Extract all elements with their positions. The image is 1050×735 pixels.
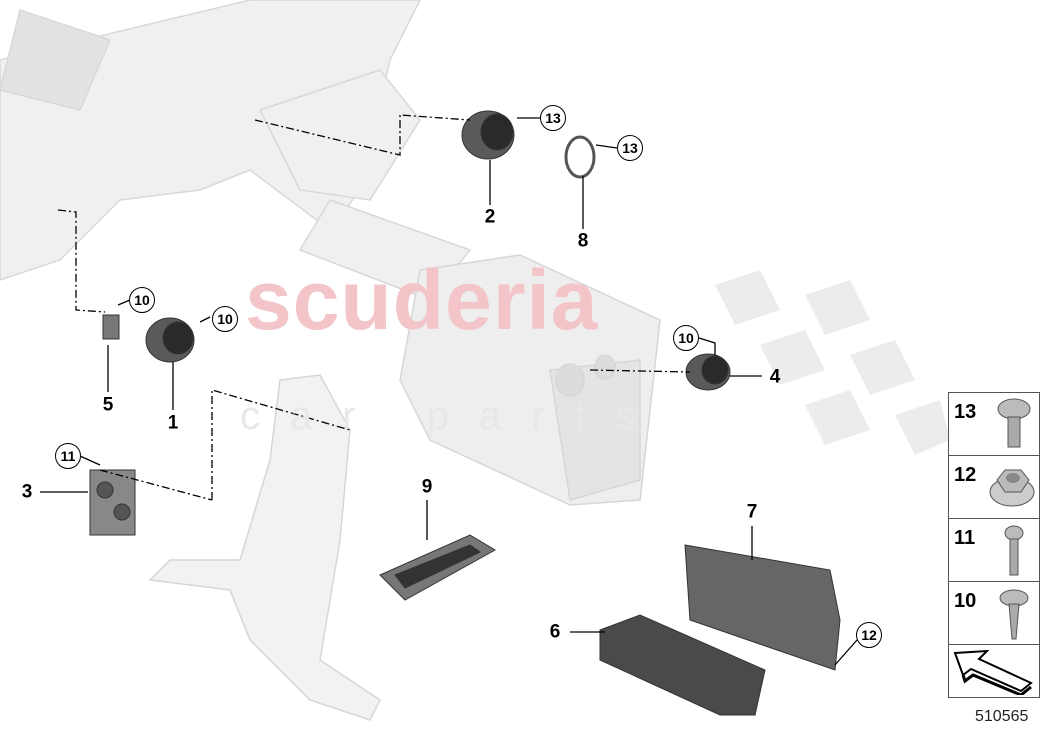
legend-row-10[interactable]: 10 — [949, 582, 1039, 645]
legend-row-12[interactable]: 12 — [949, 456, 1039, 519]
leader-lines — [40, 117, 858, 666]
legend-row-arrow — [949, 645, 1039, 697]
callout-10a[interactable]: 10 — [129, 287, 155, 313]
parts — [89, 110, 841, 716]
callout-2[interactable]: 2 — [484, 206, 496, 228]
housing-3 — [89, 469, 136, 536]
self-tapping-screw-icon — [999, 589, 1029, 640]
callout-1[interactable]: 1 — [167, 412, 179, 434]
ring-8 — [564, 135, 596, 179]
screw-flange-icon — [997, 398, 1031, 448]
vent-4 — [685, 353, 731, 391]
callout-13b[interactable]: 13 — [617, 135, 643, 161]
callout-11[interactable]: 11 — [55, 443, 81, 469]
clip-5 — [102, 314, 120, 340]
legend-row-13[interactable]: 13 — [949, 393, 1039, 456]
legend-number: 12 — [954, 464, 977, 486]
callout-4[interactable]: 4 — [769, 366, 781, 388]
diagram-number: 510565 — [975, 708, 1029, 725]
callout-3[interactable]: 3 — [21, 481, 33, 503]
bin-6 — [599, 614, 766, 716]
tray-7 — [684, 544, 841, 671]
center-console-ghost — [399, 254, 661, 506]
legend-number: 11 — [954, 527, 976, 549]
pillar-trim-ghost — [148, 374, 381, 721]
legend-number: 13 — [954, 401, 977, 423]
legend-row-11[interactable]: 11 — [949, 519, 1039, 582]
grille-9 — [379, 534, 496, 601]
vent-2 — [461, 110, 515, 160]
callout-6[interactable]: 6 — [549, 621, 561, 643]
screw-icon — [1004, 525, 1024, 576]
watermark-brand: scuderia — [245, 253, 599, 347]
fastener-legend: 13 12 11 10 — [948, 392, 1040, 698]
dash-lines — [57, 114, 691, 501]
watermark-sub: car parts — [240, 394, 666, 438]
callout-5[interactable]: 5 — [102, 394, 114, 416]
callout-9[interactable]: 9 — [421, 476, 433, 498]
callout-7[interactable]: 7 — [746, 501, 758, 523]
vent-1 — [145, 317, 195, 363]
legend-number: 10 — [954, 590, 977, 612]
callout-12[interactable]: 12 — [856, 622, 882, 648]
callout-10b[interactable]: 10 — [212, 306, 238, 332]
flange-nut-icon — [989, 469, 1035, 507]
direction-arrow-icon — [953, 649, 1033, 695]
watermark-checker — [715, 270, 950, 455]
callout-10c[interactable]: 10 — [673, 325, 699, 351]
callout-8[interactable]: 8 — [577, 230, 589, 252]
callout-13a[interactable]: 13 — [540, 105, 566, 131]
